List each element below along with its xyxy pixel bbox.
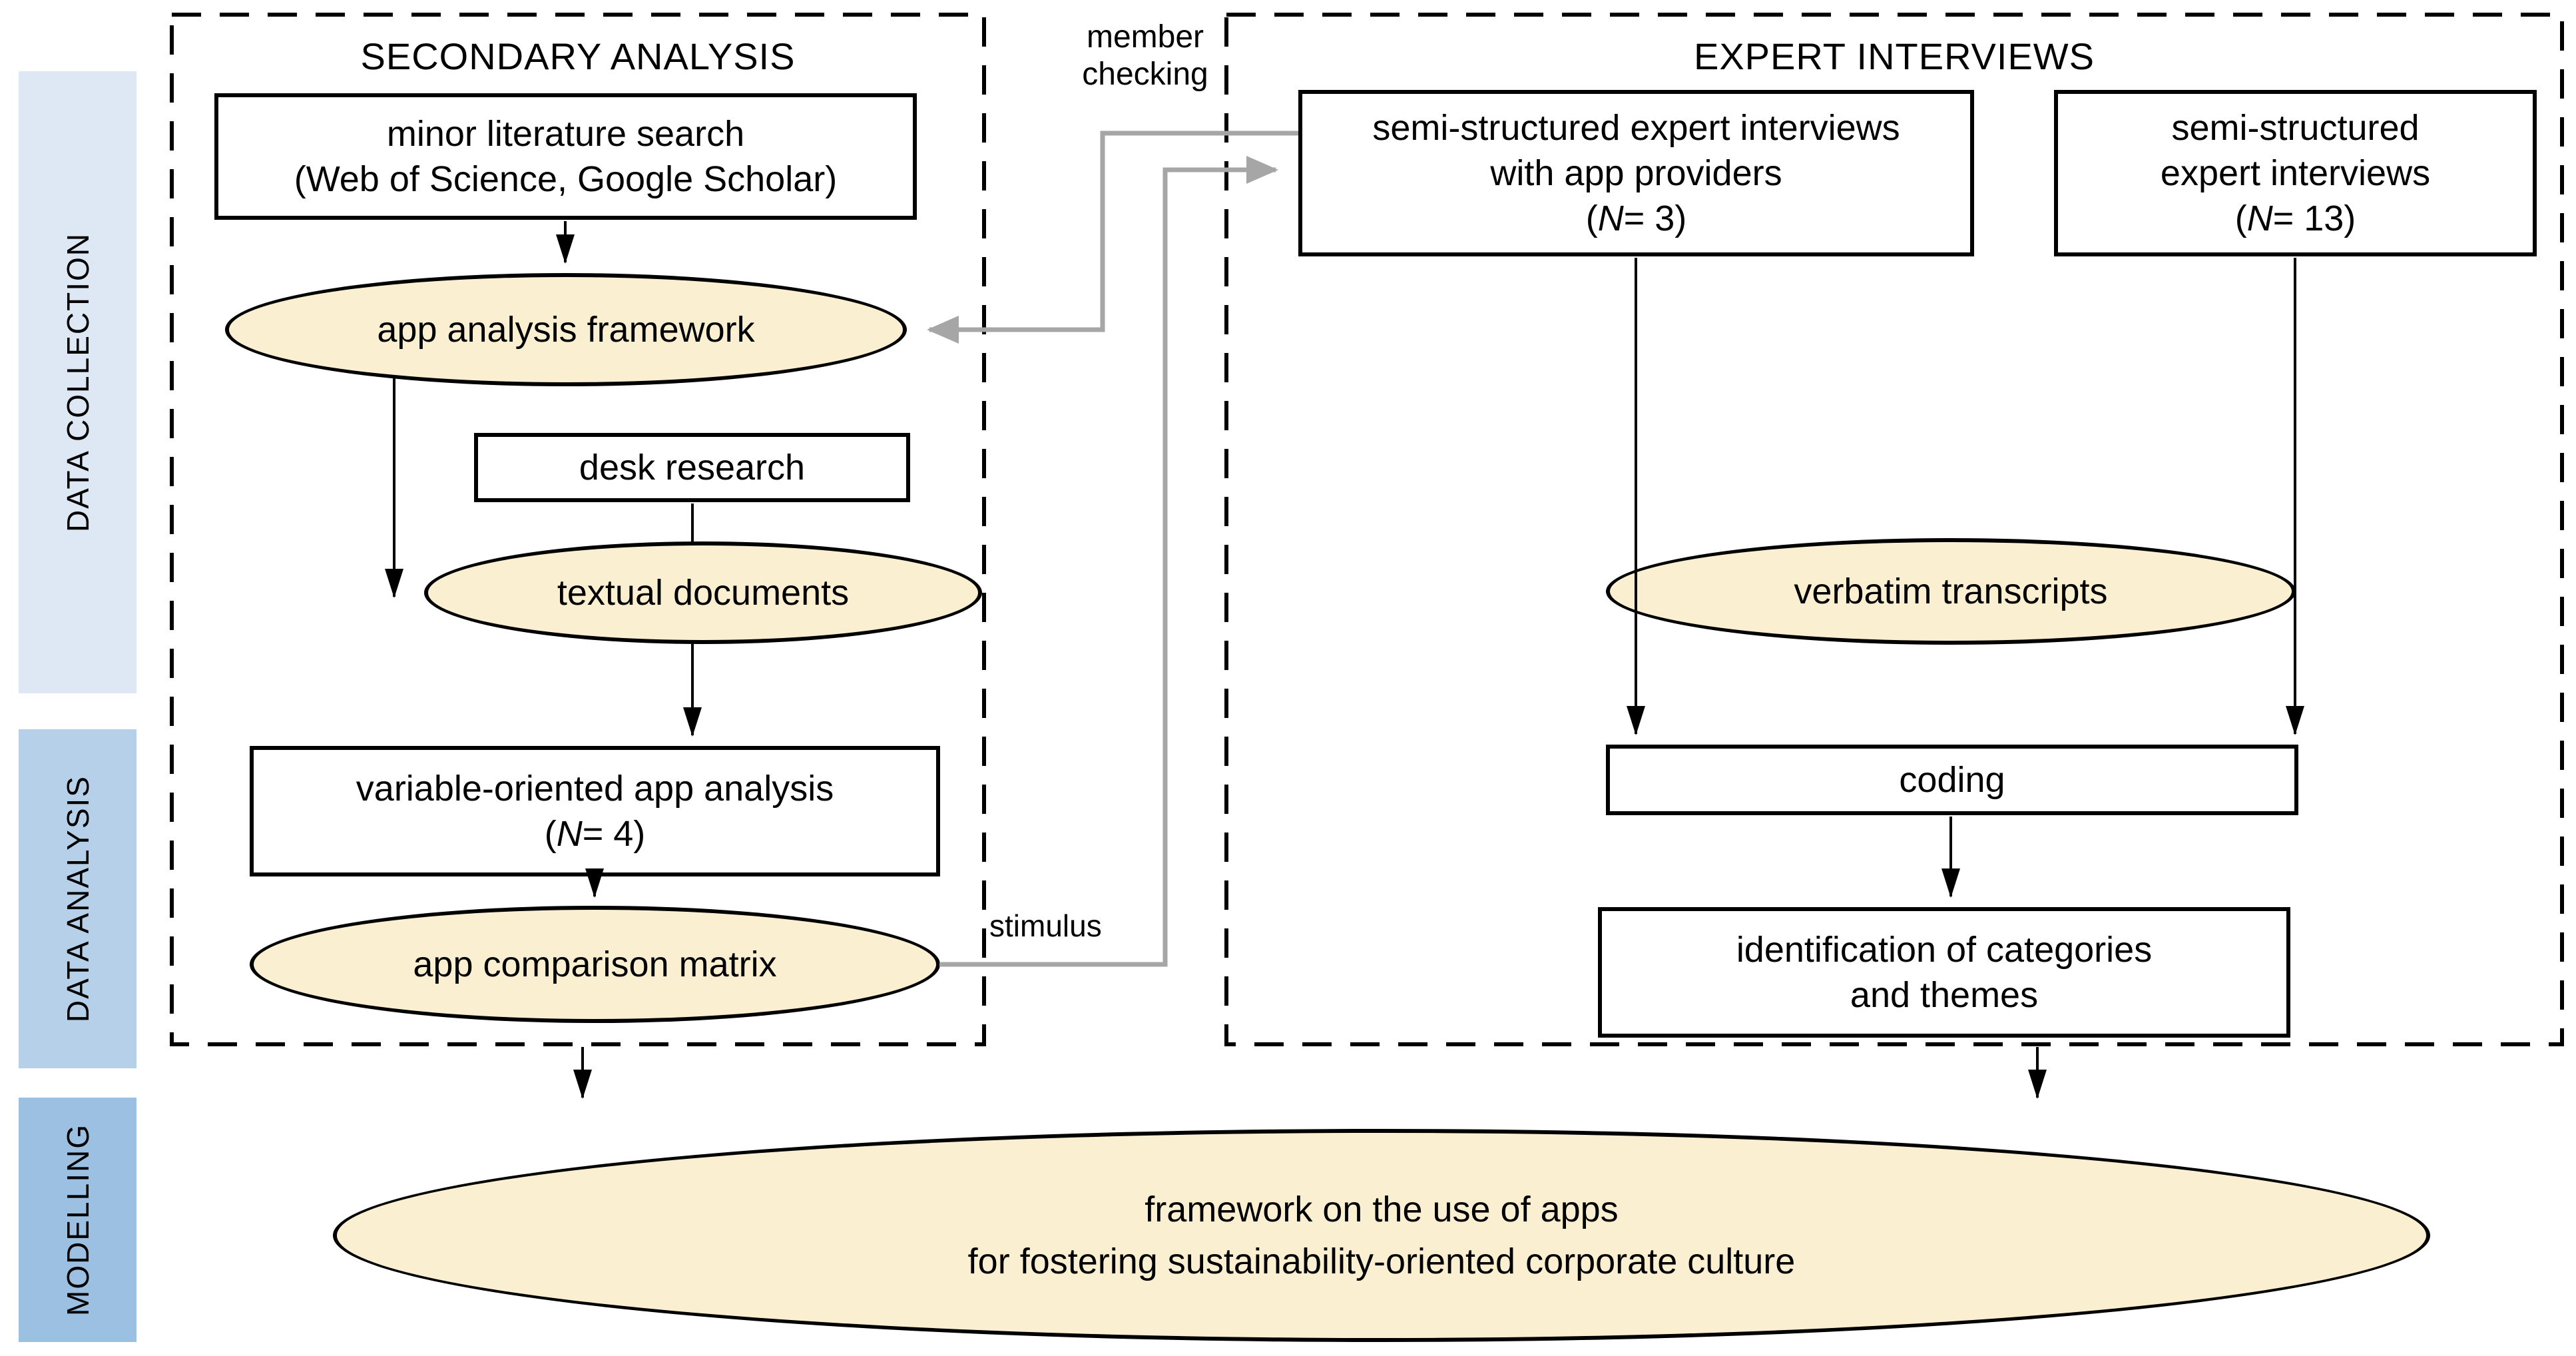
member-checking-label: member checking xyxy=(1082,19,1208,92)
node-line: framework on the use of apps xyxy=(1145,1189,1619,1229)
node-line: desk research xyxy=(579,448,806,488)
phase-modelling-label: MODELLING xyxy=(60,1124,95,1316)
node-line: variable-oriented app analysis xyxy=(356,769,834,809)
node-line: semi-structured xyxy=(2171,108,2420,148)
node-textual-documents: textual documents xyxy=(424,541,982,644)
stimulus-connector xyxy=(939,156,1278,967)
phase-data-collection: DATA COLLECTION xyxy=(19,71,136,693)
node-identification-categories-themes: identification of categories and themes xyxy=(1598,907,2290,1038)
node-line: app analysis framework xyxy=(377,310,755,350)
expert-interviews-title: EXPERT INTERVIEWS xyxy=(1693,35,2095,77)
phase-data-analysis: DATA ANALYSIS xyxy=(19,729,136,1068)
node-desk-research: desk research xyxy=(474,433,910,502)
italic-n: N xyxy=(1597,198,1624,238)
secondary-analysis-title: SECONDARY ANALYSIS xyxy=(360,35,796,77)
node-line: verbatim transcripts xyxy=(1794,571,2108,611)
node-verbatim-transcripts: verbatim transcripts xyxy=(1606,538,2296,645)
italic-n: N xyxy=(2246,198,2273,238)
node-sample-size: (N= 4) xyxy=(544,814,646,854)
phase-data-collection-label: DATA COLLECTION xyxy=(60,232,95,533)
node-interviews-experts: semi-structured expert interviews (N= 13… xyxy=(2054,90,2537,256)
member-checking-connector xyxy=(927,131,1298,344)
phase-modelling: MODELLING xyxy=(19,1098,136,1342)
node-line: expert interviews xyxy=(2160,153,2431,193)
node-app-comparison-matrix: app comparison matrix xyxy=(250,906,940,1023)
italic-n: N xyxy=(556,814,583,854)
node-sample-size: (N= 13) xyxy=(2234,198,2356,238)
stimulus-label: stimulus xyxy=(989,908,1102,943)
node-sample-size: (N= 3) xyxy=(1585,198,1687,238)
node-interviews-app-providers: semi-structured expert interviews with a… xyxy=(1298,90,1974,256)
phase-data-analysis-label: DATA ANALYSIS xyxy=(60,775,95,1023)
node-line: with app providers xyxy=(1490,153,1782,193)
node-line: app comparison matrix xyxy=(413,944,777,984)
node-framework-result: framework on the use of apps for fosteri… xyxy=(333,1129,2430,1342)
node-line: and themes xyxy=(1850,975,2039,1015)
node-line: semi-structured expert interviews xyxy=(1372,108,1900,148)
node-line: (Web of Science, Google Scholar) xyxy=(294,159,838,199)
node-minor-literature-search: minor literature search (Web of Science,… xyxy=(214,93,917,220)
node-line: textual documents xyxy=(557,573,850,613)
node-app-analysis-framework: app analysis framework xyxy=(225,273,907,386)
node-variable-oriented-app-analysis: variable-oriented app analysis (N= 4) xyxy=(250,746,940,876)
node-line: identification of categories xyxy=(1736,930,2153,970)
node-line: for fostering sustainability-oriented co… xyxy=(967,1241,1796,1281)
node-line: minor literature search xyxy=(386,114,745,154)
node-line: coding xyxy=(1899,760,2005,800)
node-coding: coding xyxy=(1606,745,2298,815)
